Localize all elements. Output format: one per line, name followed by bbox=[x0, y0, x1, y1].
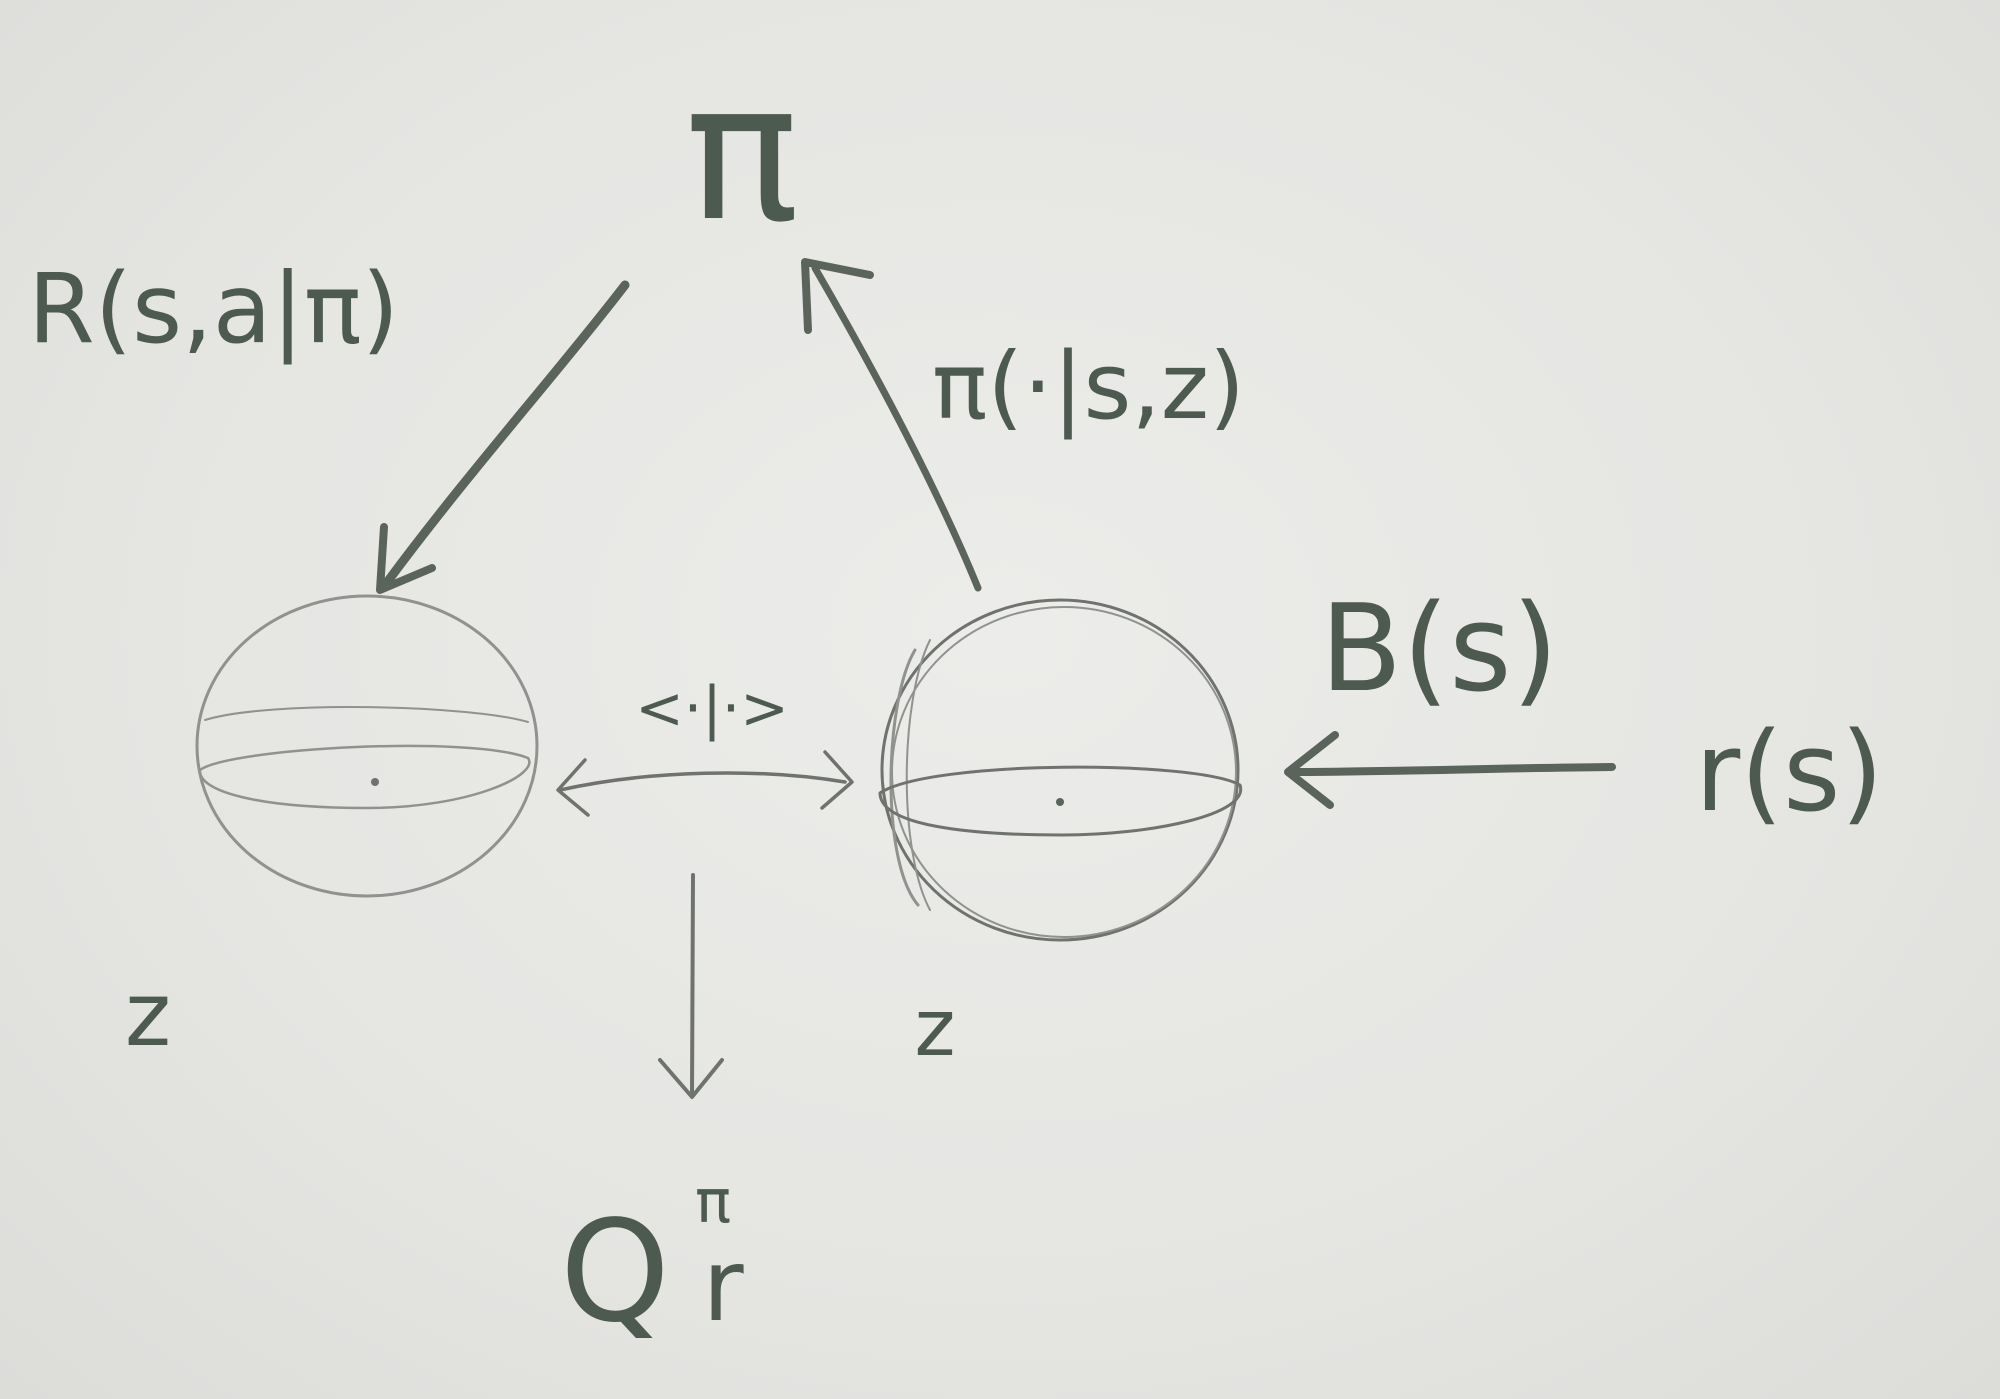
right-sphere-label: z bbox=[915, 984, 956, 1074]
r-label: r(s) bbox=[1695, 708, 1883, 836]
right-sphere bbox=[878, 598, 1243, 942]
inner-product-label: <·|·> bbox=[635, 674, 789, 742]
inner-product-arrow bbox=[556, 750, 854, 817]
policy-label: π bbox=[685, 42, 799, 263]
q-value-node: Q π r bbox=[560, 1167, 745, 1354]
left-sphere-label: z bbox=[125, 963, 171, 1066]
left-down-arrow bbox=[376, 280, 630, 594]
q-superscript-label: π bbox=[695, 1167, 731, 1237]
right-sphere-center-dot bbox=[1056, 798, 1064, 806]
left-sphere bbox=[195, 594, 539, 898]
right-arrow-label: π(·|s,z) bbox=[932, 333, 1245, 440]
q-main-label: Q bbox=[560, 1191, 670, 1354]
policy-node: π bbox=[685, 42, 799, 263]
b-label: B(s) bbox=[1320, 580, 1558, 719]
q-subscript-label: r bbox=[702, 1227, 744, 1344]
left-arrow-label: R(s,a|π) bbox=[28, 253, 399, 366]
reward-arrow bbox=[1284, 731, 1616, 809]
left-sphere-center-dot bbox=[371, 778, 379, 786]
right-up-arrow bbox=[801, 258, 982, 592]
down-arrow-to-q bbox=[658, 873, 724, 1099]
